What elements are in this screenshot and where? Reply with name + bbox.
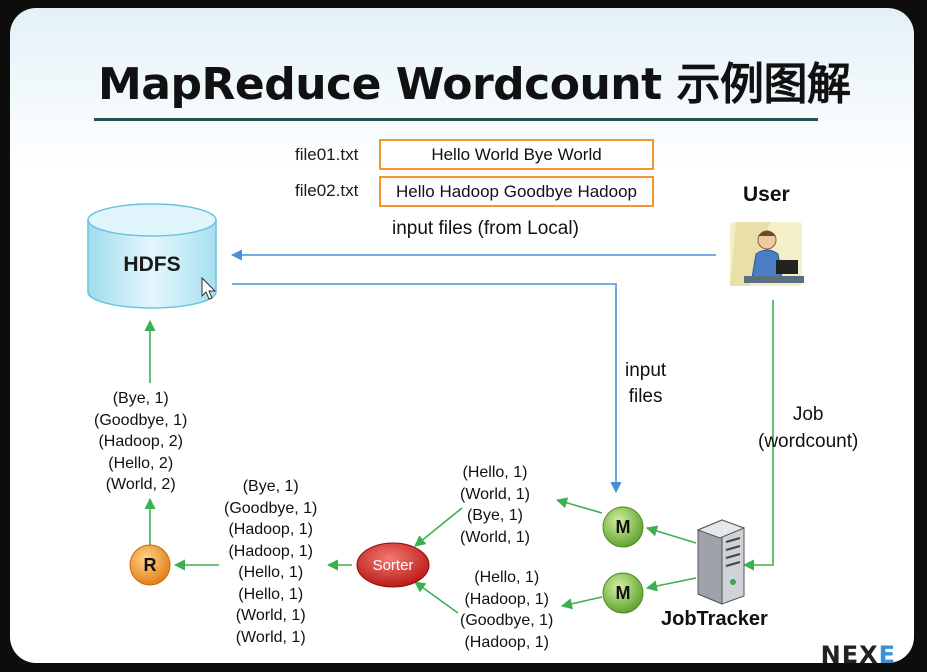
job-submit-arrow [742,300,774,571]
list-item: (Goodbye, 1) [224,499,318,517]
input-files-line-1: input [625,360,667,381]
list-item: (Hadoop, 1) [228,521,313,538]
list-item: (Bye, 1) [466,507,523,524]
hdfs-to-mapper-arrow [232,283,622,494]
hdfs-label: HDFS [123,253,180,276]
input-files-line-2: files [628,386,663,407]
reducer-label: R [144,555,157,575]
reduce-output-list: (Bye, 1) (Goodbye, 1) (Hadoop, 2) (Hello… [94,388,187,496]
mapper-2-node [602,572,644,614]
list-item: (Hello, 1) [462,464,528,481]
jobtracker-label: JobTracker [661,608,768,630]
list-item: (Hadoop, 1) [228,542,313,560]
logo-accent: E [878,641,896,663]
list-item: (World, 1) [460,485,530,503]
job-label-line-1: Job [792,404,824,425]
map2-to-sorter-arrow [414,581,459,614]
map1-output-list: (Hello, 1) (World, 1) (Bye, 1) (World, 1… [460,462,530,548]
list-item: (World, 2) [105,476,176,493]
jobtracker-to-map2-arrow [645,577,697,592]
list-item: (Bye, 1) [242,478,299,495]
map2-output-arrow [560,596,603,610]
user-label: User [743,183,790,206]
flow-diagram: HDFS M M R Sorter [87,203,804,614]
file02-label: file02.txt [295,181,359,200]
mouse-cursor-icon [201,276,217,300]
sorter-node [356,542,430,588]
list-item: (Goodbye, 1) [460,612,554,629]
file02-content-box: Hello Hadoop Goodbye Hadoop [379,176,654,207]
jobtracker-to-map1-arrow [645,525,697,544]
list-item: (Goodbye, 1) [94,411,188,429]
sorter-label: Sorter [373,557,414,574]
list-item: (Hadoop, 2) [98,433,183,450]
input-files-label: input files [625,358,666,410]
file01-label: file01.txt [295,145,359,164]
map2-output-list: (Hello, 1) (Hadoop, 1) (Goodbye, 1) (Had… [460,567,553,653]
map1-output-arrow [555,497,603,514]
list-item: (Hello, 1) [238,585,304,603]
job-label-line-2: (wordcount) [758,431,859,452]
page-title: MapReduce Wordcount 示例图解 [98,59,851,110]
title-underline [94,118,818,121]
jobtracker-server-icon [696,519,746,605]
mapper-2-label: M [616,583,631,603]
list-item: (World, 1) [235,628,306,646]
logo-text: NEX [820,641,879,663]
list-item: (World, 1) [460,528,530,546]
nexe-logo: NEXE [821,641,896,663]
file01-content-box: Hello World Bye World [379,139,654,170]
slide: MapReduce Wordcount 示例图解 file01.txt Hell… [10,8,914,663]
list-item: (Bye, 1) [112,390,169,407]
list-item: (Hello, 1) [474,569,540,586]
job-label: Job (wordcount) [758,401,858,455]
list-item: (Hello, 1) [238,564,304,581]
mapper-1-node [602,506,644,548]
list-item: (Hello, 2) [108,454,174,472]
input-from-local-label: input files (from Local) [392,218,579,239]
mapper-1-label: M [616,517,631,537]
list-item: (Hadoop, 1) [464,590,549,608]
user-at-computer-icon [730,222,804,286]
list-item: (Hadoop, 1) [464,633,549,651]
map1-to-sorter-arrow [414,507,463,547]
list-item: (World, 1) [235,607,306,624]
sorted-output-list: (Bye, 1) (Goodbye, 1) (Hadoop, 1) (Hadoo… [224,476,317,648]
reducer-node [129,544,171,586]
